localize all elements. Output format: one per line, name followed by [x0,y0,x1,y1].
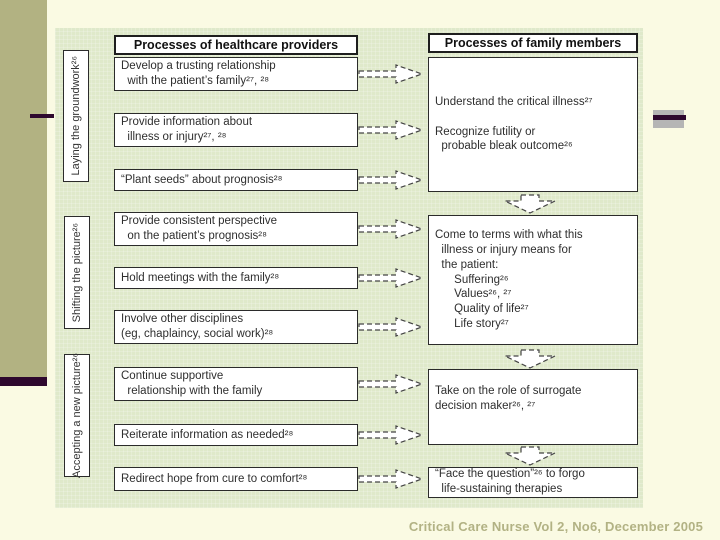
down-arrow-icon [504,446,556,466]
provider-step-box: Continue supportive relationship with th… [114,367,358,401]
phase-label-shifting-picture: Shifting the picture²⁶ [64,216,90,329]
left-band-bottom-bar [0,377,47,386]
provider-step-box: Provide information about illness or inj… [114,113,358,147]
provider-step-box: Redirect hope from cure to comfort²⁸ [114,467,358,491]
phase-label-laying-groundwork: Laying the groundwork²⁶ [63,50,89,182]
provider-step-box: Provide consistent perspective on the pa… [114,212,358,246]
family-step-box: Come to terms with what this illness or … [428,215,638,345]
column-header-providers: Processes of healthcare providers [114,35,358,55]
phase-label-text: Accepting a new picture²⁶ [71,353,83,478]
flowchart-figure: Processes of healthcare providers Proces… [55,28,643,508]
provider-step-box: Hold meetings with the family²⁸ [114,267,358,289]
right-arrow-icon [358,374,424,394]
right-accent-line [653,115,686,120]
provider-step-box: Involve other disciplines (eg, chaplainc… [114,310,358,344]
down-arrow-icon [504,349,556,369]
phase-label-text: Shifting the picture²⁶ [71,222,83,323]
provider-step-box: “Plant seeds” about prognosis²⁸ [114,169,358,191]
family-step-box: Take on the role of surrogate decision m… [428,369,638,445]
right-arrow-icon [358,268,424,288]
family-step-box: “Face the question”²⁶ to forgo life-sust… [428,467,638,498]
column-header-family: Processes of family members [428,33,638,53]
provider-step-box: Develop a trusting relationship with the… [114,57,358,91]
down-arrow-icon [504,194,556,214]
right-arrow-icon [358,219,424,239]
phase-label-accepting-new-picture: Accepting a new picture²⁶ [64,353,90,478]
left-accent-band [0,0,47,377]
right-arrow-icon [358,425,424,445]
right-arrow-icon [358,469,424,489]
left-accent-dash [30,114,54,118]
right-arrow-icon [358,170,424,190]
right-arrow-icon [358,64,424,84]
family-step-box: Understand the critical illness²⁷ Recogn… [428,57,638,192]
provider-step-box: Reiterate information as needed²⁸ [114,424,358,446]
source-caption: Critical Care Nurse Vol 2, No6, December… [408,519,703,534]
right-arrow-icon [358,317,424,337]
right-arrow-icon [358,120,424,140]
phase-label-text: Laying the groundwork²⁶ [70,56,82,176]
